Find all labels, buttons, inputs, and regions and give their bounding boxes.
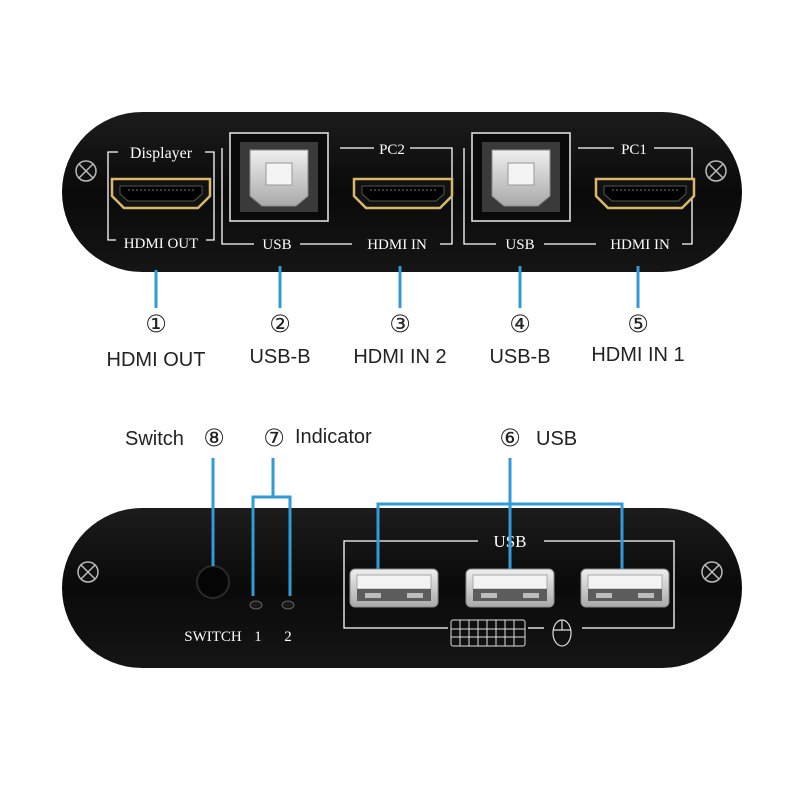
callout-number: ③ <box>389 310 411 338</box>
usb-b-port-pc2[interactable] <box>229 132 329 222</box>
hdmi-in-2-port[interactable] <box>352 177 454 210</box>
screw-icon <box>75 160 97 182</box>
mouse-icon <box>552 619 572 647</box>
callout-label-hdmi-in-2: HDMI IN 2 <box>353 346 446 368</box>
pc1-label: PC1 <box>621 142 647 158</box>
front-panel: SWITCH 1 2 USB <box>62 508 742 668</box>
leader-line <box>273 495 292 596</box>
callout-label-usb-b: USB-B <box>489 346 550 368</box>
indicator-led-2 <box>281 600 295 610</box>
hdmi-out-port[interactable] <box>110 177 212 210</box>
hdmi-in-panel-label-pc2: HDMI IN <box>367 237 427 253</box>
switch-panel-label: SWITCH <box>184 629 242 645</box>
usb-b-port-pc1[interactable] <box>471 132 571 222</box>
callout-number: ⑥ <box>499 424 521 452</box>
callout-number: ⑧ <box>203 424 225 452</box>
callout-number: ⑤ <box>627 310 649 338</box>
rear-callouts: ① HDMI OUT ② USB-B ③ HDMI IN 2 ④ USB-B ⑤… <box>107 310 685 371</box>
rear-panel: Displayer HDMI OUT PC2 USB HDMI IN <box>62 112 742 272</box>
callout-label-usb: USB <box>536 428 577 450</box>
usb-a-port-3[interactable] <box>580 568 670 608</box>
callout-label-usb-b: USB-B <box>249 346 310 368</box>
callout-number: ② <box>269 310 291 338</box>
led-2-label: 2 <box>284 629 292 645</box>
callout-label-hdmi-out: HDMI OUT <box>107 349 206 371</box>
callout-label-hdmi-in-1: HDMI IN 1 <box>591 344 684 366</box>
hdmi-in-1-port[interactable] <box>594 177 696 210</box>
callout-label-switch: Switch <box>125 428 184 450</box>
displayer-frame <box>107 151 215 241</box>
leader-line <box>251 458 275 596</box>
displayer-label: Displayer <box>130 145 193 162</box>
usb-panel-label-pc1: USB <box>505 237 534 253</box>
hdmi-out-panel-label: HDMI OUT <box>124 236 199 252</box>
rear-leader-lines <box>154 266 640 308</box>
callout-number: ⑦ <box>263 424 285 452</box>
leader-line <box>376 502 624 569</box>
front-leader-lines <box>211 458 624 596</box>
usb-a-port-2[interactable] <box>465 568 555 608</box>
screw-icon <box>701 561 723 583</box>
keyboard-icon <box>450 619 526 647</box>
hdmi-in-panel-label-pc1: HDMI IN <box>610 237 670 253</box>
switch-button[interactable] <box>196 565 230 599</box>
led-1-label: 1 <box>254 629 262 645</box>
screw-icon <box>77 561 99 583</box>
usb-panel-label-pc2: USB <box>262 237 291 253</box>
indicator-led-1 <box>249 600 263 610</box>
callout-label-indicator: Indicator <box>295 426 372 448</box>
usb-a-port-1[interactable] <box>349 568 439 608</box>
pc2-label: PC2 <box>379 142 405 158</box>
front-callouts: Switch ⑧ ⑦ Indicator ⑥ USB <box>125 424 577 452</box>
screw-icon <box>705 160 727 182</box>
usb-group-frame <box>343 540 675 629</box>
callout-number: ④ <box>509 310 531 338</box>
callout-number: ① <box>145 310 167 338</box>
